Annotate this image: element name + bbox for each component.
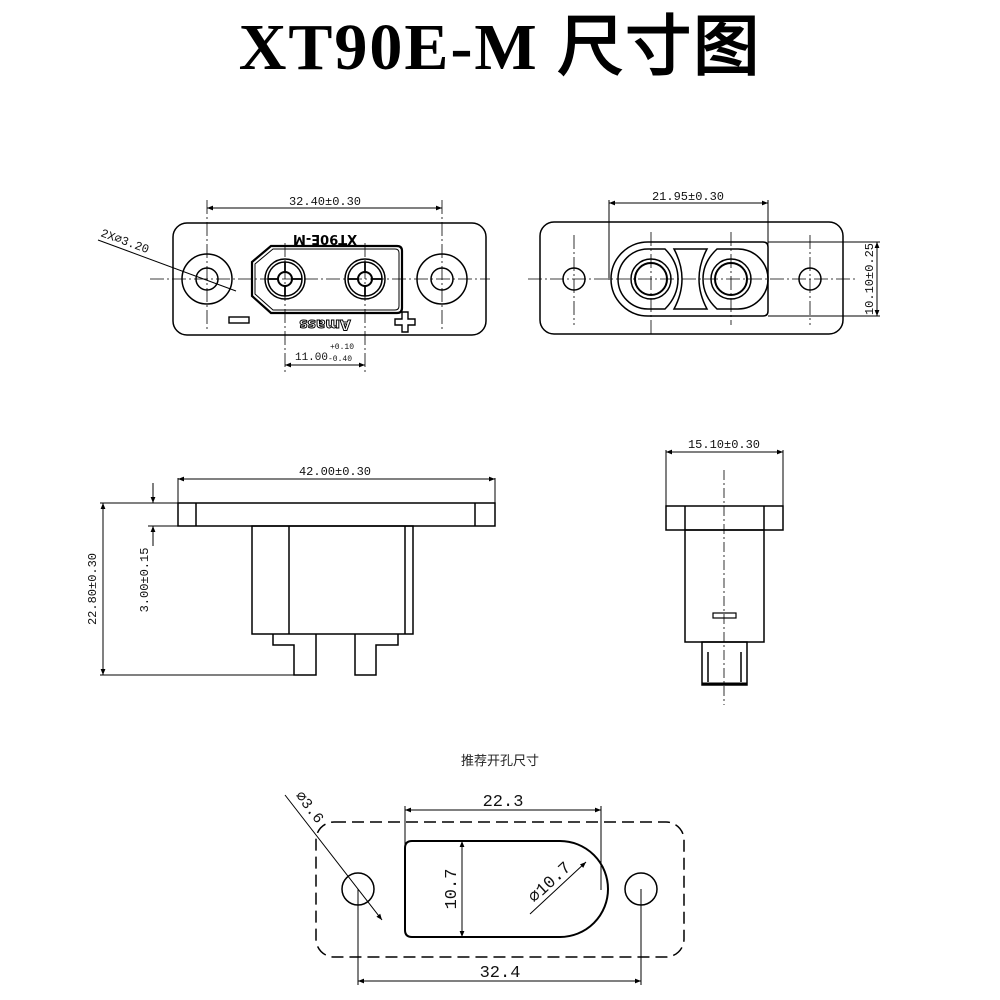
total-height-dim: 22.80±0.30 (86, 553, 100, 625)
hole-pitch-dim: 32.4 (480, 964, 521, 983)
rear-width-dim: 21.95±0.30 (652, 190, 724, 204)
rear-view (528, 200, 880, 335)
side-view (100, 476, 496, 676)
marking-bottom: Amass (299, 316, 351, 332)
pin-pitch-tol-plus: +0.10 (330, 343, 354, 352)
front-view-labels: 32.40±0.30 2X⌀3.20 11.00 +0.10 -0.40 XT9… (99, 195, 361, 364)
front-view (97, 200, 490, 372)
pin-pitch-dim: 11.00 (295, 352, 328, 364)
slot-radius-dim: ⌀10.7 (525, 859, 575, 908)
rear-view-labels: 21.95±0.30 10.10±0.25 (652, 190, 877, 315)
end-width-dim: 15.10±0.30 (688, 438, 760, 452)
flange-width-dim: 42.00±0.30 (299, 465, 371, 479)
end-view (665, 449, 784, 705)
pin-pitch-tol-minus: -0.40 (328, 355, 352, 364)
end-view-labels: 15.10±0.30 (688, 438, 760, 452)
panel-cutout (284, 794, 685, 985)
slot-width-dim: 22.3 (483, 793, 524, 812)
flange-thickness-dim: 3.00±0.15 (138, 548, 152, 613)
marking-top: XT90E-M (293, 231, 357, 246)
rear-height-dim: 10.10±0.25 (863, 243, 877, 315)
slot-height-dim: 10.7 (443, 869, 462, 910)
cutout-title: 推荐开孔尺寸 (461, 754, 539, 769)
hole-dia-dim: ⌀3.6 (291, 788, 327, 827)
side-view-labels: 42.00±0.30 22.80±0.30 3.00±0.15 (86, 465, 371, 625)
page-title: XT90E-M 尺寸图 (238, 11, 762, 84)
front-width-dim: 32.40±0.30 (289, 195, 361, 209)
panel-cutout-labels: 推荐开孔尺寸 22.3 10.7 ⌀10.7 ⌀3.6 32.4 (291, 754, 576, 983)
hole-callout: 2X⌀3.20 (99, 227, 151, 257)
